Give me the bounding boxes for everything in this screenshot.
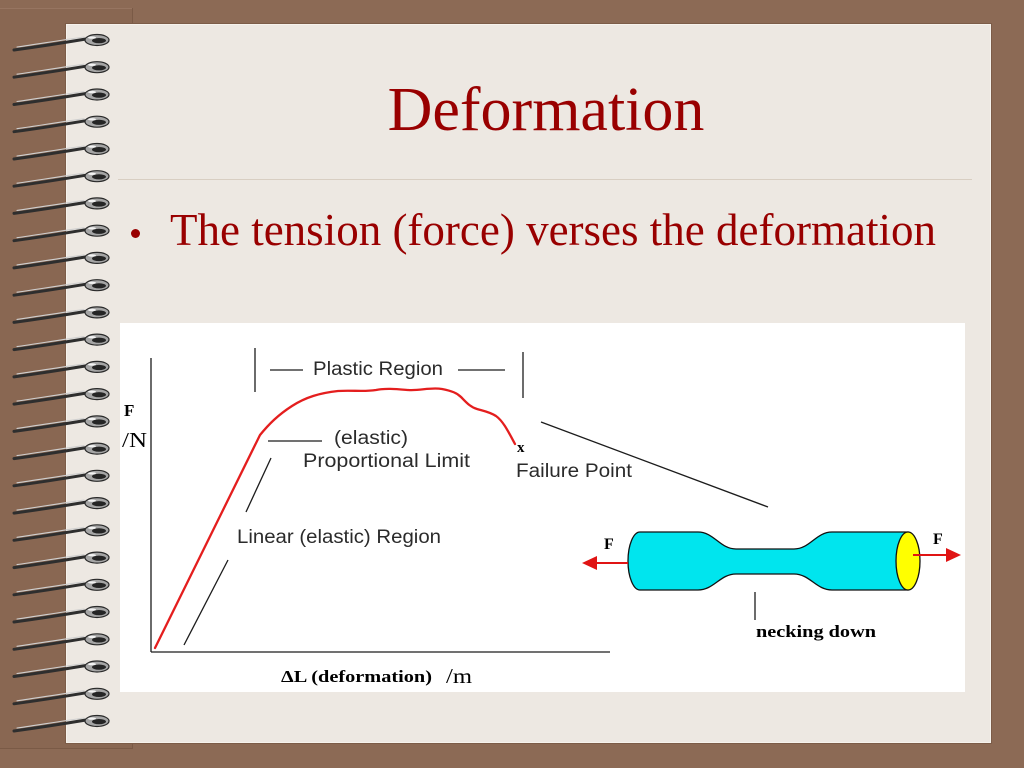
spiral-ring xyxy=(12,170,110,188)
diagram-image: F /N ΔL (deformation) /m Plastic Region … xyxy=(120,323,965,692)
left-force-arrow-icon xyxy=(582,556,628,570)
right-force-arrow-icon xyxy=(913,548,961,562)
failure-marker: x xyxy=(517,440,525,456)
spiral-ring xyxy=(12,306,110,324)
spiral-ring xyxy=(12,279,110,297)
spiral-ring xyxy=(12,415,110,433)
spiral-ring xyxy=(12,633,110,651)
spiral-ring xyxy=(12,714,110,733)
spiral-ring xyxy=(12,197,110,215)
spiral-ring xyxy=(12,333,110,352)
spiral-binding xyxy=(12,33,110,733)
slide-title: Deformation xyxy=(387,76,705,144)
spiral-ring xyxy=(12,142,110,161)
spiral-ring xyxy=(12,224,110,243)
failure-zoom-line xyxy=(540,421,769,508)
plastic-region-label: Plastic Region xyxy=(313,359,443,380)
left-force-label: F xyxy=(604,536,614,553)
specimen-body xyxy=(627,531,909,591)
bullet-text: The tension (force) verses the deformati… xyxy=(170,205,936,255)
title-divider xyxy=(118,179,972,180)
y-axis-unit: /N xyxy=(122,428,147,452)
spiral-ring xyxy=(12,497,110,515)
specimen-end-face xyxy=(895,531,921,591)
spiral-ring xyxy=(12,251,110,270)
spiral-ring xyxy=(12,360,110,379)
spiral-ring xyxy=(12,33,110,52)
elastic-note-label: (elastic) xyxy=(334,428,408,449)
spiral-ring xyxy=(12,88,110,106)
spiral-ring xyxy=(12,687,110,706)
bullet-item: The tension (force) verses the deformati… xyxy=(131,208,971,253)
failure-point-label: Failure Point xyxy=(516,461,633,482)
necking-label: necking down xyxy=(756,622,877,641)
spiral-ring xyxy=(12,524,110,542)
force-deformation-curve xyxy=(153,387,517,650)
tensile-specimen xyxy=(627,531,921,591)
linear-region-bracket-upper xyxy=(245,457,272,513)
spiral-ring xyxy=(12,115,110,134)
bullet-icon xyxy=(131,229,140,238)
spiral-ring xyxy=(12,551,110,570)
proportional-limit-label: Proportional Limit xyxy=(303,451,471,472)
spiral-ring xyxy=(12,442,110,461)
linear-region-bracket-lower xyxy=(183,559,229,646)
linear-region-label: Linear (elastic) Region xyxy=(237,527,441,548)
spiral-ring xyxy=(12,61,110,79)
x-axis-symbol: ΔL (deformation) xyxy=(281,667,432,686)
right-force-label: F xyxy=(933,531,943,548)
spiral-ring xyxy=(12,578,110,597)
spiral-ring xyxy=(12,605,110,624)
force-deformation-diagram: F /N ΔL (deformation) /m Plastic Region … xyxy=(122,348,961,688)
x-axis-unit: /m xyxy=(446,664,472,688)
spiral-ring xyxy=(12,469,110,488)
spiral-ring xyxy=(12,388,110,406)
spiral-ring xyxy=(12,660,110,678)
y-axis-symbol: F xyxy=(124,401,134,420)
